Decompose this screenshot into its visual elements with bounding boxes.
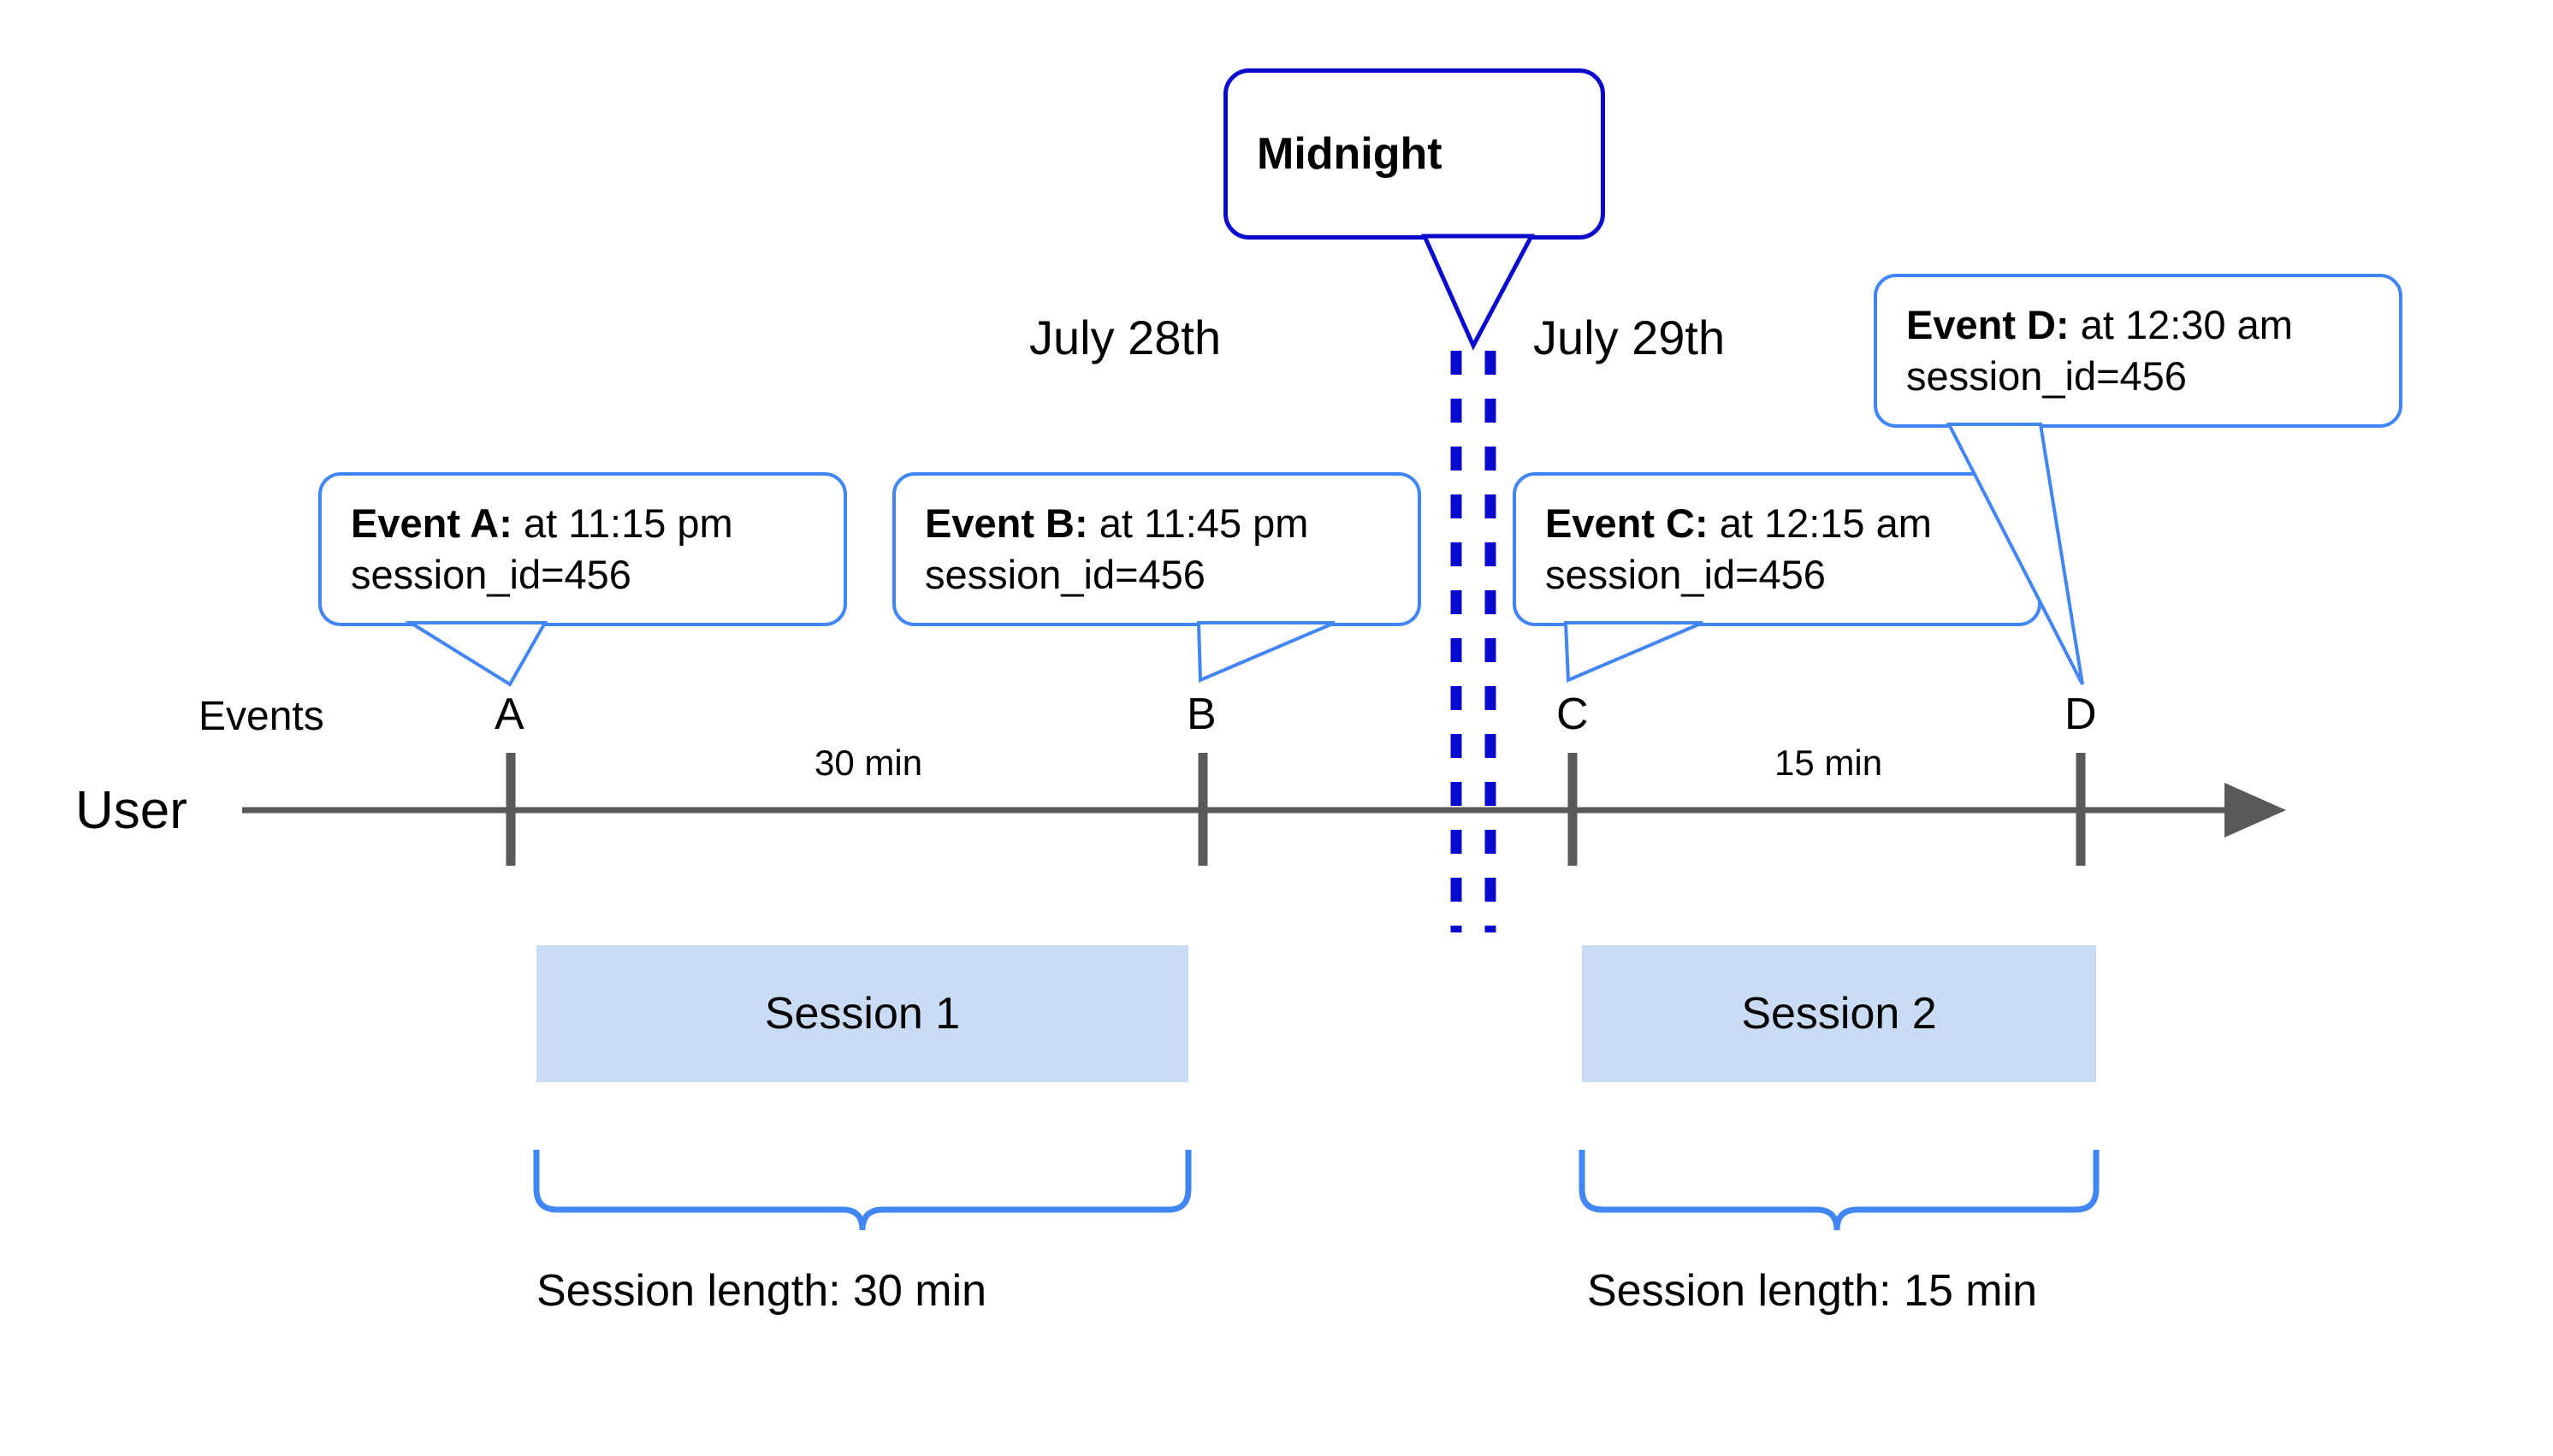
marker-label-b: B xyxy=(1187,690,1217,739)
session-block-1-label: Session 1 xyxy=(764,989,961,1039)
interval-label-ab: 30 min xyxy=(814,743,923,783)
date-label-july-28: July 28th xyxy=(1029,311,1222,364)
session-block-2-label: Session 2 xyxy=(1741,989,1937,1039)
session-block-2: Session 2 xyxy=(1582,945,2096,1082)
callout-event-a-time: at 11:15 pm xyxy=(512,500,733,546)
session-block-1: Session 1 xyxy=(536,945,1188,1082)
callout-event-c-line1: Event C: at 12:15 am xyxy=(1545,498,2012,549)
callout-event-b-line1: Event B: at 11:45 pm xyxy=(925,498,1392,549)
session-1-length-label: Session length: 30 min xyxy=(536,1266,987,1316)
timeline-arrow-head xyxy=(2224,783,2286,837)
callout-event-b-name: Event B: xyxy=(925,500,1088,546)
session-2-brace xyxy=(1579,1150,2100,1231)
interval-label-cd: 15 min xyxy=(1774,743,1883,783)
callout-midnight: Midnight xyxy=(1223,68,1605,240)
callout-event-a: Event A: at 11:15 pm session_id=456 xyxy=(318,472,847,626)
callout-event-b: Event B: at 11:45 pm session_id=456 xyxy=(892,472,1421,626)
marker-label-c: C xyxy=(1556,690,1589,739)
marker-label-a: A xyxy=(495,690,524,739)
callout-event-d-name: Event D: xyxy=(1906,302,2070,347)
callout-event-a-name: Event A: xyxy=(351,500,512,546)
callout-event-c-name: Event C: xyxy=(1545,500,1709,546)
callout-event-d: Event D: at 12:30 am session_id=456 xyxy=(1874,274,2402,428)
callout-event-a-line1: Event A: at 11:15 pm xyxy=(351,498,818,549)
date-label-july-29: July 29th xyxy=(1533,311,1726,364)
callout-event-a-line2: session_id=456 xyxy=(351,552,631,598)
axis-row-label-user: User xyxy=(75,781,187,840)
callout-event-b-line2: session_id=456 xyxy=(925,552,1205,598)
marker-label-d: D xyxy=(2064,690,2097,739)
callout-midnight-label: Midnight xyxy=(1257,128,1442,179)
callout-event-c: Event C: at 12:15 am session_id=456 xyxy=(1513,472,2041,626)
callout-event-b-time: at 11:45 pm xyxy=(1087,500,1309,546)
session-2-length-label: Session length: 15 min xyxy=(1587,1266,2038,1316)
callout-event-c-line2: session_id=456 xyxy=(1545,552,1826,598)
session-1-brace xyxy=(533,1150,1192,1231)
axis-events-label: Events xyxy=(198,694,324,739)
callout-event-d-time: at 12:30 am xyxy=(2069,302,2293,347)
callout-event-d-line1: Event D: at 12:30 am xyxy=(1906,299,2373,351)
callout-event-c-time: at 12:15 am xyxy=(1708,500,1932,546)
callout-event-d-line2: session_id=456 xyxy=(1906,353,2187,400)
